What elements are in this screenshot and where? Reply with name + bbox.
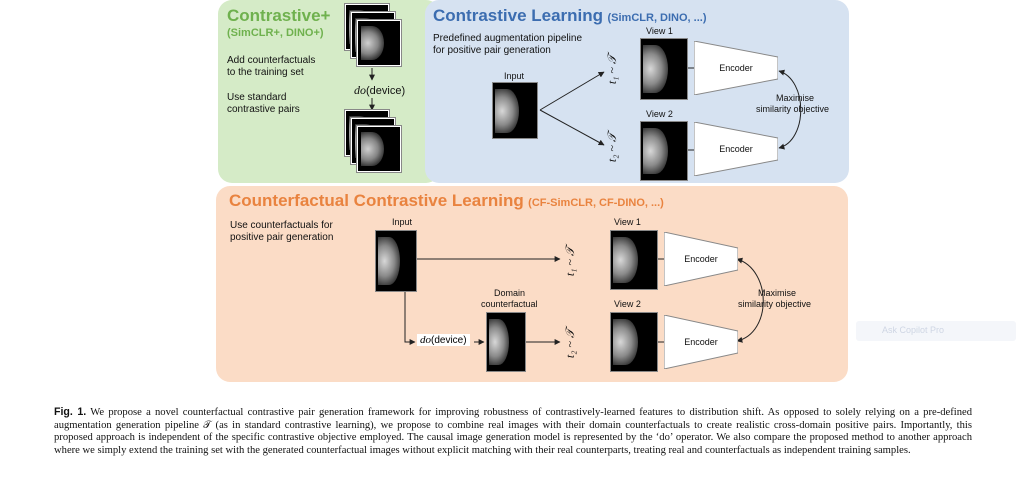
image-stack-top-front xyxy=(357,20,401,66)
input-label-top: Input xyxy=(504,71,525,81)
figure-caption: Fig. 1. We propose a novel counterfactua… xyxy=(54,406,972,457)
copilot-overlay-button[interactable]: Ask Copilot Pro xyxy=(856,321,1016,341)
contrastive-plus-line2: to the training set xyxy=(227,67,304,78)
caption-text: We propose a novel counterfactual contra… xyxy=(54,407,972,456)
copilot-overlay-label: Ask Copilot Pro xyxy=(882,325,945,335)
counterfactual-line1: Use counterfactuals for xyxy=(230,220,333,231)
encoder-bottom-2: Encoder xyxy=(664,315,738,369)
contrastive-learning-title: Contrastive Learning (SimCLR, DINO, ...) xyxy=(433,6,707,25)
view2-label-bottom: View 2 xyxy=(614,299,641,309)
domain-label-1: Domain xyxy=(494,288,526,298)
t1-label-bottom: t₁ ~ 𝒯 xyxy=(563,246,578,277)
view1-label-top: View 1 xyxy=(646,26,673,36)
view1-label-bottom: View 1 xyxy=(614,217,641,227)
objective-label-top-1: Maximise xyxy=(776,93,815,103)
contrastive-learning-line2: for positive pair generation xyxy=(433,45,551,56)
contrastive-plus-line4: contrastive pairs xyxy=(227,104,300,115)
input-label-bottom: Input xyxy=(392,217,413,227)
contrastive-learning-line1: Predefined augmentation pipeline xyxy=(433,33,582,44)
view2-image-bottom xyxy=(610,312,658,372)
view2-label-top: View 2 xyxy=(646,109,673,119)
encoder-top-2: Encoder xyxy=(694,122,778,176)
encoder-bottom-1: Encoder xyxy=(664,232,738,286)
do-operator-top: do(device) xyxy=(354,83,406,97)
objective-label-top-2: similarity objective xyxy=(756,104,830,114)
contrastive-plus-title: Contrastive+ xyxy=(227,6,331,25)
t1-label-top: t₁ ~ 𝒯 xyxy=(605,54,620,85)
contrastive-plus-line3: Use standard xyxy=(227,92,287,103)
counterfactual-title: Counterfactual Contrastive Learning (CF-… xyxy=(229,191,664,210)
input-image-top xyxy=(492,82,538,139)
domain-counterfactual-image xyxy=(486,312,526,372)
do-operator-bottom: do(device) xyxy=(417,334,470,346)
counterfactual-line2: positive pair generation xyxy=(230,232,334,243)
caption-label: Fig. 1. xyxy=(54,406,87,418)
domain-label-2: counterfactual xyxy=(481,299,538,309)
encoder-top-1: Encoder xyxy=(694,41,778,95)
contrastive-plus-panel xyxy=(218,0,440,183)
contrastive-plus-line1: Add counterfactuals xyxy=(227,55,316,66)
objective-label-bottom-1: Maximise xyxy=(758,288,797,298)
view1-image-top xyxy=(640,38,688,100)
contrastive-plus-subtitle: (SimCLR+, DINO+) xyxy=(227,27,324,39)
input-image-bottom xyxy=(375,230,417,292)
view1-image-bottom xyxy=(610,230,658,290)
image-stack-bottom-front xyxy=(357,126,401,172)
t2-label-top: t₂ ~ 𝒯 xyxy=(605,132,620,163)
objective-label-bottom-2: similarity objective xyxy=(738,299,812,309)
view2-image-top xyxy=(640,121,688,181)
t2-label-bottom: t₂ ~ 𝒯 xyxy=(563,328,578,359)
